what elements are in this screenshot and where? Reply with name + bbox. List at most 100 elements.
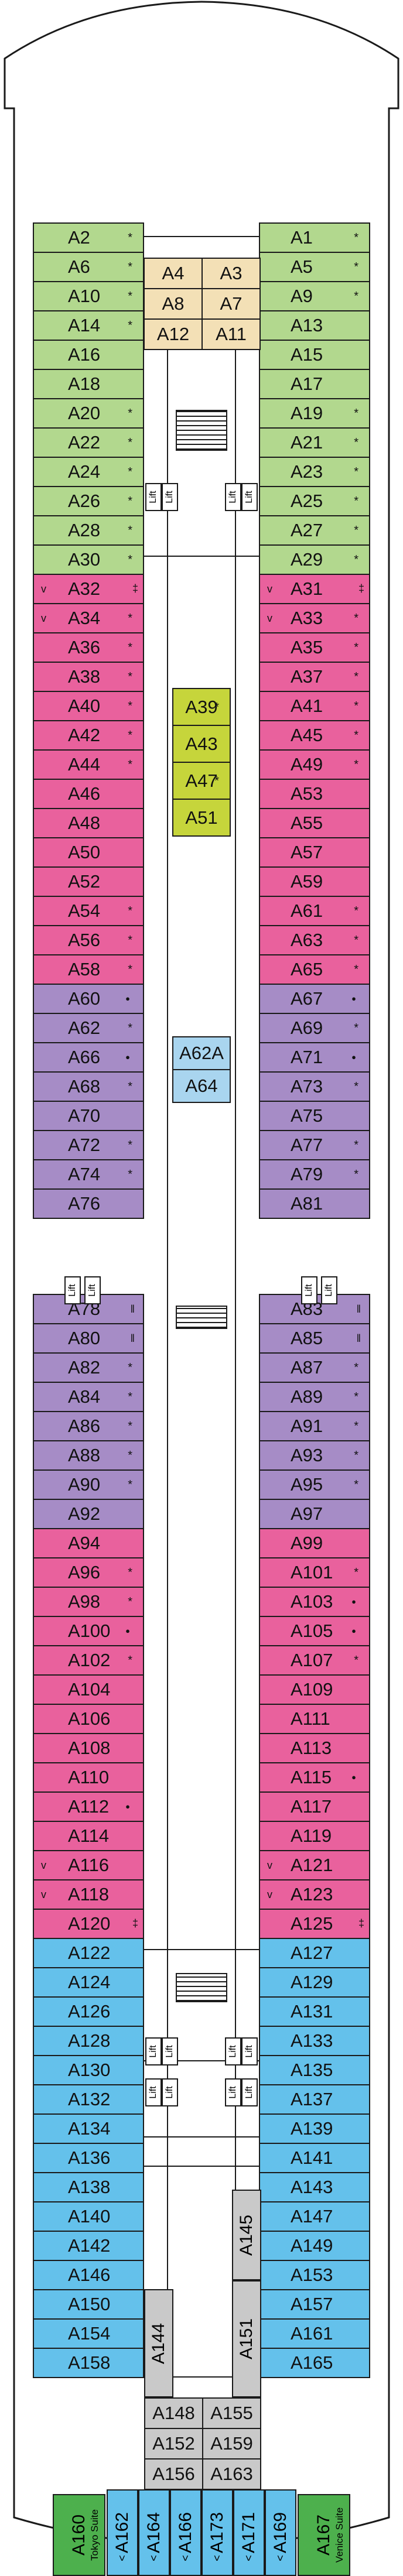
cabin-a59[interactable]: A59 [259, 866, 370, 897]
cabin-a50[interactable]: A50 [33, 837, 144, 868]
cabin-a82[interactable]: A82* [33, 1352, 144, 1383]
cabin-a66[interactable]: A66● [33, 1042, 144, 1073]
cabin-a158[interactable]: A158 [33, 2348, 144, 2378]
cabin-a45[interactable]: A45* [259, 720, 370, 751]
cabin-a88[interactable]: A88* [33, 1440, 144, 1471]
cabin-a99[interactable]: A99 [259, 1528, 370, 1558]
cabin-a51[interactable]: A51 [172, 799, 231, 837]
cabin-a107[interactable]: A107* [259, 1645, 370, 1676]
cabin-a149[interactable]: A149 [259, 2231, 370, 2261]
cabin-a10[interactable]: A10* [33, 281, 144, 311]
cabin-a106[interactable]: A106 [33, 1704, 144, 1734]
cabin-a153[interactable]: A153 [259, 2260, 370, 2290]
cabin-a145[interactable]: A145 [232, 2190, 261, 2280]
cabin-a137[interactable]: A137 [259, 2084, 370, 2115]
cabin-a146[interactable]: A146 [33, 2260, 144, 2290]
cabin-a110[interactable]: A110 [33, 1762, 144, 1793]
cabin-a13[interactable]: A13 [259, 310, 370, 341]
cabin-a96[interactable]: A96* [33, 1557, 144, 1588]
cabin-a53[interactable]: A53 [259, 779, 370, 809]
cabin-a28[interactable]: A28* [33, 515, 144, 546]
cabin-a9[interactable]: A9* [259, 281, 370, 311]
cabin-a20[interactable]: A20* [33, 398, 144, 429]
cabin-a46[interactable]: A46 [33, 779, 144, 809]
cabin-a80[interactable]: A80‖ [33, 1323, 144, 1354]
cabin-a55[interactable]: A55 [259, 808, 370, 838]
cabin-a14[interactable]: A14* [33, 310, 144, 341]
cabin-a18[interactable]: A18 [33, 369, 144, 399]
cabin-a128[interactable]: A128 [33, 2026, 144, 2056]
cabin-a134[interactable]: A134 [33, 2113, 144, 2144]
cabin-a12[interactable]: A12 [144, 318, 203, 350]
cabin-a150[interactable]: A150 [33, 2289, 144, 2320]
cabin-a138[interactable]: A138 [33, 2172, 144, 2202]
cabin-a37[interactable]: A37* [259, 662, 370, 692]
cabin-a65[interactable]: A65* [259, 954, 370, 985]
cabin-a16[interactable]: A16 [33, 340, 144, 370]
cabin-a104[interactable]: A104 [33, 1674, 144, 1705]
cabin-a131[interactable]: A131 [259, 1996, 370, 2027]
cabin-a92[interactable]: A92 [33, 1499, 144, 1529]
cabin-a8[interactable]: A8 [144, 288, 203, 320]
cabin-a11[interactable]: A11 [202, 318, 261, 350]
cabin-a94[interactable]: A94 [33, 1528, 144, 1558]
cabin-a159[interactable]: A159 [202, 2428, 261, 2459]
cabin-a139[interactable]: A139 [259, 2113, 370, 2144]
cabin-a21[interactable]: A21* [259, 427, 370, 458]
cabin-a90[interactable]: A90* [33, 1469, 144, 1500]
cabin-a142[interactable]: A142 [33, 2231, 144, 2261]
cabin-a43[interactable]: A43 [172, 725, 231, 763]
cabin-a79[interactable]: A79* [259, 1159, 370, 1190]
cabin-a19[interactable]: A19* [259, 398, 370, 429]
cabin-a1[interactable]: A1* [259, 222, 370, 253]
cabin-a157[interactable]: A157 [259, 2289, 370, 2320]
cabin-a4[interactable]: A4 [144, 258, 203, 289]
cabin-a133[interactable]: A133 [259, 2026, 370, 2056]
cabin-a141[interactable]: A141 [259, 2143, 370, 2173]
cabin-a42[interactable]: A42* [33, 720, 144, 751]
cabin-a15[interactable]: A15 [259, 340, 370, 370]
cabin-a151[interactable]: A151 [232, 2280, 261, 2397]
cabin-a163[interactable]: A163 [202, 2458, 261, 2490]
cabin-a144[interactable]: A144 [144, 2289, 173, 2397]
cabin-a72[interactable]: A72* [33, 1130, 144, 1160]
cabin-a103[interactable]: A103● [259, 1587, 370, 1617]
cabin-a119[interactable]: A119 [259, 1821, 370, 1851]
cabin-a105[interactable]: A105● [259, 1616, 370, 1646]
cabin-a39[interactable]: A39* [172, 688, 231, 726]
cabin-a125[interactable]: A125‡ [259, 1909, 370, 1939]
cabin-a54[interactable]: A54* [33, 896, 144, 926]
cabin-a73[interactable]: A73* [259, 1071, 370, 1102]
cabin-a161[interactable]: A161 [259, 2318, 370, 2349]
cabin-a6[interactable]: A6* [33, 252, 144, 282]
cabin-a91[interactable]: A91* [259, 1411, 370, 1441]
cabin-a148[interactable]: A148 [144, 2397, 203, 2429]
cabin-a30[interactable]: A30* [33, 544, 144, 575]
cabin-a129[interactable]: A129 [259, 1967, 370, 1998]
cabin-a52[interactable]: A52 [33, 866, 144, 897]
cabin-a25[interactable]: A25* [259, 486, 370, 516]
cabin-a101[interactable]: A101* [259, 1557, 370, 1588]
cabin-a63[interactable]: A63* [259, 925, 370, 955]
cabin-a70[interactable]: A70 [33, 1101, 144, 1131]
cabin-a38[interactable]: A38* [33, 662, 144, 692]
cabin-a36[interactable]: A36* [33, 632, 144, 663]
cabin-a5[interactable]: A5* [259, 252, 370, 282]
cabin-a41[interactable]: A41* [259, 691, 370, 721]
cabin-a140[interactable]: A140 [33, 2201, 144, 2232]
cabin-a97[interactable]: A97 [259, 1499, 370, 1529]
cabin-a40[interactable]: A40* [33, 691, 144, 721]
cabin-a100[interactable]: A100● [33, 1616, 144, 1646]
cabin-a164[interactable]: A164< [138, 2489, 170, 2576]
cabin-a143[interactable]: A143 [259, 2172, 370, 2202]
cabin-a124[interactable]: A124 [33, 1967, 144, 1998]
cabin-a69[interactable]: A69* [259, 1013, 370, 1043]
cabin-a81[interactable]: A81 [259, 1188, 370, 1219]
cabin-a24[interactable]: A24* [33, 457, 144, 487]
